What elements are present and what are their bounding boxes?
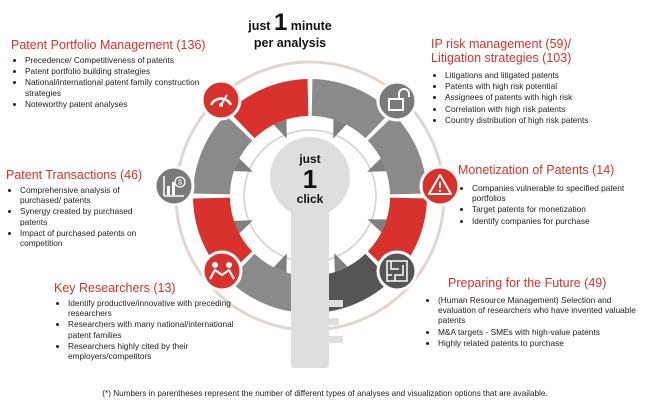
list-item: Synergy created by purchased patents	[20, 206, 156, 226]
list-item: Correlation with high risk patents	[445, 104, 641, 114]
footnote: (*) Numbers in parentheses represent the…	[102, 389, 548, 398]
center-click: click	[296, 192, 324, 206]
section-title-line2: Litigation strategies (103)	[431, 51, 572, 65]
list-item: Identify companies for purchase	[472, 216, 628, 226]
ring-segment	[193, 197, 253, 277]
list-item: Patents with high risk potential	[445, 81, 641, 91]
inward-arrow	[233, 220, 253, 234]
section-portfolio: Patent Portfolio Management (136) Preced…	[11, 38, 216, 110]
headline: just 1 minute per analysis	[230, 11, 350, 52]
list-item: National/international patent family con…	[25, 77, 216, 97]
center-number: 1	[302, 164, 318, 194]
item-list: Identify productive/innovative with prec…	[54, 298, 239, 361]
list-item: Comprehensive analysis of purchased/ pat…	[20, 185, 156, 205]
section-title: Patent Transactions (46)	[6, 168, 143, 182]
item-list: Companies vulnerable to specified patent…	[458, 183, 628, 226]
section-ip-risk: IP risk management (59)/ Litigation stra…	[431, 37, 641, 126]
inward-arrow	[367, 158, 387, 172]
key-shape	[270, 137, 350, 368]
unlock-icon	[376, 80, 418, 122]
section-monetization: Monetization of Patents (14) Companies v…	[458, 163, 628, 227]
warning-icon	[419, 165, 461, 207]
ring-segment	[193, 115, 253, 195]
list-item: Researchers with many national/internati…	[68, 319, 239, 339]
svg-text:$: $	[178, 180, 182, 187]
section-future: Preparing for the Future (49) (Human Res…	[436, 276, 636, 349]
list-item: Impact of purchased patents on competiti…	[20, 228, 156, 248]
list-item: Researchers highly cited by their employ…	[68, 341, 239, 361]
list-item: Assignees of patents with high risk	[445, 92, 641, 102]
section-title: IP risk management (59)/	[431, 37, 572, 51]
list-item: Patent portfolio building strategies	[25, 66, 216, 76]
headline-line2: per analysis	[253, 36, 327, 50]
item-list: Comprehensive analysis of purchased/ pat…	[6, 185, 156, 248]
item-list: (Human Resource Management) Selection an…	[424, 295, 636, 348]
icon-circles: $	[153, 79, 461, 292]
list-item: Companies vulnerable to specified patent…	[472, 183, 628, 203]
inward-arrow	[334, 253, 348, 273]
item-list: Litigations and litigated patents Patent…	[431, 70, 641, 125]
section-title: Patent Portfolio Management (136)	[11, 38, 206, 52]
inward-arrow	[367, 219, 387, 233]
headline-number: 1	[273, 9, 288, 36]
list-item: Noteworthy patent analyses	[25, 99, 216, 109]
list-item: Identify productive/innovative with prec…	[68, 298, 239, 318]
dollar-chart-icon: $	[153, 165, 195, 207]
inward-arrow	[273, 253, 287, 273]
center-label: just 1 click	[285, 152, 335, 206]
gauge-icon	[200, 79, 242, 121]
list-item: (Human Resource Management) Selection an…	[438, 295, 636, 326]
inward-arrow	[333, 119, 347, 139]
inward-arrow	[233, 158, 253, 172]
section-title: Key Researchers (13)	[54, 281, 176, 295]
ring-segment	[311, 253, 391, 313]
list-item: M&A targets - SMEs with high-value paten…	[438, 327, 636, 337]
handshake-icon	[201, 250, 243, 292]
ring-segment	[311, 79, 391, 139]
list-item: Highly related patents to purchase	[438, 338, 636, 348]
section-title: Preparing for the Future (49)	[448, 276, 607, 290]
section-transactions: Patent Transactions (46) Comprehensive a…	[6, 168, 156, 249]
list-item: Litigations and litigated patents	[445, 70, 641, 80]
list-item: Country distribution of high risk patent…	[445, 115, 641, 125]
center-just: just	[299, 152, 321, 166]
maze-icon	[376, 250, 418, 292]
section-researchers: Key Researchers (13) Identify productive…	[54, 281, 239, 362]
arrows	[233, 119, 387, 273]
ring-segment	[367, 115, 427, 195]
ring-segment	[229, 253, 309, 313]
ring-segment	[229, 79, 309, 139]
headline-pre: just	[248, 19, 274, 33]
headline-post: minute	[287, 19, 332, 33]
section-title: Monetization of Patents (14)	[458, 163, 615, 177]
list-item: Target patents for monetization	[472, 204, 628, 214]
item-list: Precedence/ Competitiveness of patents P…	[11, 55, 216, 109]
list-item: Precedence/ Competitiveness of patents	[25, 55, 216, 65]
inward-arrow	[273, 119, 287, 139]
headline-line1: just 1 minute	[230, 11, 350, 35]
